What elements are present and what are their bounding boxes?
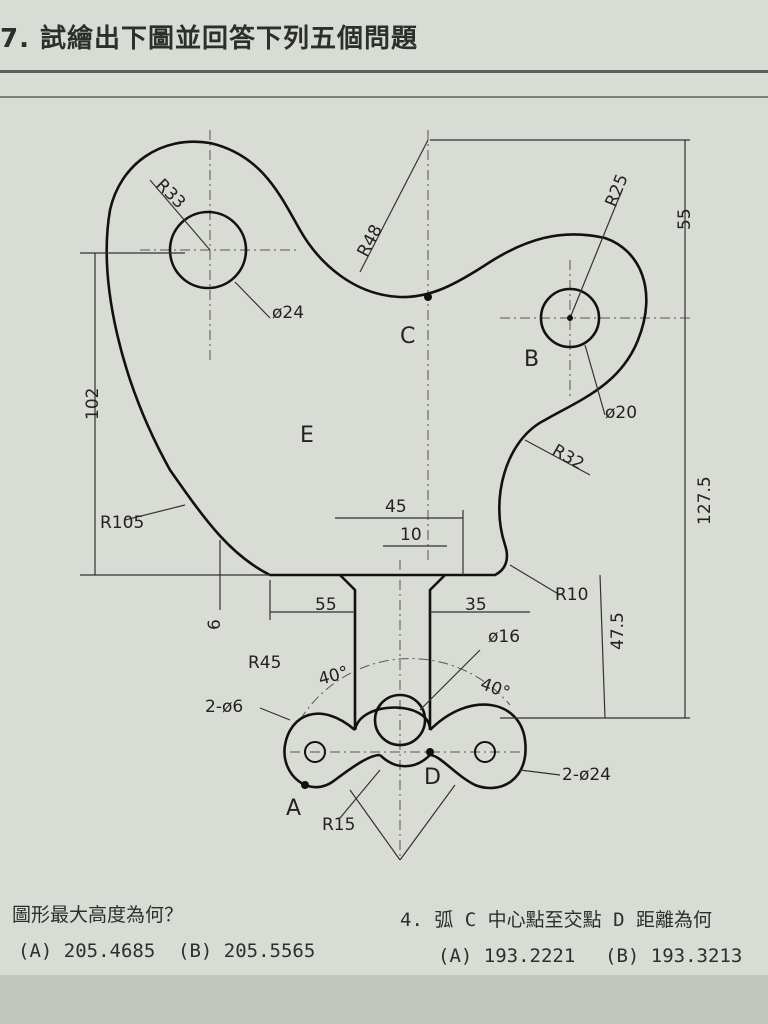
question-right-option-b: (B) 193.3213 bbox=[605, 945, 743, 967]
dim-d16: ø16 bbox=[488, 627, 520, 647]
question-right-option-a: (A) 193.2221 bbox=[438, 945, 576, 967]
dim-r10: R10 bbox=[555, 585, 588, 605]
dim-r33: R33 bbox=[152, 175, 190, 213]
header-rule bbox=[0, 70, 768, 73]
dim-35: 35 bbox=[465, 595, 487, 615]
dim-angle-40-right: 40° bbox=[478, 674, 513, 703]
label-b: B bbox=[524, 347, 539, 372]
dimension-lines bbox=[80, 139, 690, 861]
label-e: E bbox=[300, 423, 314, 448]
dim-r105: R105 bbox=[100, 513, 144, 533]
point-labels: C B E D A bbox=[286, 324, 539, 821]
dim-r48: R48 bbox=[354, 221, 387, 260]
question-header: 7. 試繪出下圖並回答下列五個問題 bbox=[0, 24, 419, 54]
dim-10: 10 bbox=[400, 525, 422, 545]
label-d: D bbox=[424, 765, 441, 790]
label-a: A bbox=[286, 796, 301, 821]
question-right: 4. 弧 C 中心點至交點 D 距離為何 bbox=[400, 909, 712, 931]
dim-55-bottom: 55 bbox=[315, 595, 337, 615]
dim-127-5: 127.5 bbox=[695, 476, 715, 525]
question-left: 圖形最大高度為何？ bbox=[12, 904, 184, 926]
dim-55: 55 bbox=[675, 208, 695, 230]
dim-d24: ø24 bbox=[272, 303, 304, 323]
dim-102: 102 bbox=[83, 388, 103, 420]
question-left-option-a: (A) 205.4685 bbox=[18, 940, 156, 962]
part-outline bbox=[105, 140, 648, 790]
dim-angle-40-left: 40° bbox=[316, 663, 350, 690]
dim-d20: ø20 bbox=[605, 403, 637, 423]
drawing-top-rule bbox=[0, 96, 768, 98]
dim-2-d6: 2-ø6 bbox=[205, 697, 243, 717]
dim-r32: R32 bbox=[549, 441, 588, 475]
dim-45: 45 bbox=[385, 497, 407, 517]
dim-6: 6 bbox=[205, 619, 225, 630]
question-left-option-b: (B) 205.5565 bbox=[178, 940, 316, 962]
label-c: C bbox=[400, 324, 415, 349]
key-points bbox=[301, 293, 573, 789]
technical-drawing: R33 R48 R25 55 ø24 ø20 R32 102 R105 127.… bbox=[80, 130, 715, 861]
dim-r15: R15 bbox=[322, 815, 355, 835]
dim-47-5: 47.5 bbox=[608, 612, 628, 650]
dim-r25: R25 bbox=[602, 171, 633, 210]
center-lines bbox=[140, 130, 690, 860]
dim-2-d24: 2-ø24 bbox=[562, 765, 611, 785]
dim-r45: R45 bbox=[248, 653, 281, 673]
screen-bottom-band bbox=[0, 975, 768, 1024]
holes bbox=[168, 210, 601, 763]
